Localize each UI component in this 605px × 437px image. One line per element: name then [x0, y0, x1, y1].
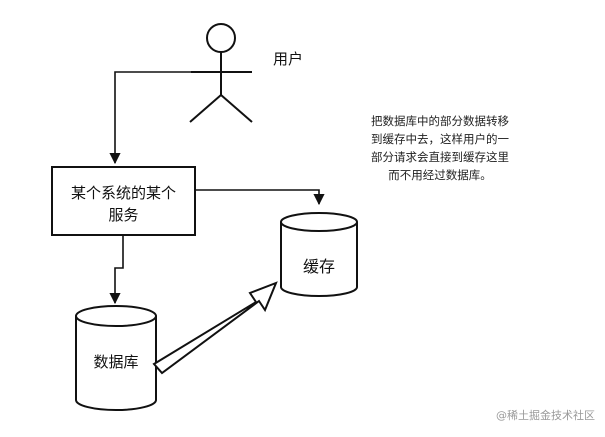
user-label: 用户 — [273, 50, 304, 68]
service-box — [51, 166, 196, 236]
note-line-1: 把数据库中的部分数据转移 — [371, 114, 509, 128]
note-line-4: 而不用经过数据库。 — [388, 168, 492, 182]
cache-cylinder — [280, 212, 358, 297]
service-to-database-arrow — [109, 235, 124, 305]
user-to-service-arrow — [109, 71, 191, 165]
service-label-line-2: 服务 — [108, 206, 139, 224]
database-cylinder — [75, 305, 157, 411]
cache-label: 缓存 — [302, 257, 335, 276]
service-label-line-1: 某个系统的某个 — [70, 184, 176, 202]
service-label: 某个系统的某个 服务 — [52, 182, 195, 226]
note-line-3: 部分请求会直接到缓存这里 — [371, 150, 509, 164]
note-line-2: 到缓存中去，这样用户的一 — [371, 132, 509, 146]
user-leg-left — [189, 94, 222, 123]
explanation-note: 把数据库中的部分数据转移 到缓存中去，这样用户的一 部分请求会直接到缓存这里 而… — [335, 112, 545, 184]
user-head — [206, 23, 236, 53]
database-to-cache-hollow-arrow — [152, 281, 278, 375]
database-label: 数据库 — [93, 353, 139, 371]
watermark: @稀土掘金技术社区 — [496, 409, 595, 422]
service-to-cache-arrow — [195, 189, 325, 206]
user-stick-figure — [189, 23, 253, 123]
user-leg-right — [220, 94, 253, 123]
